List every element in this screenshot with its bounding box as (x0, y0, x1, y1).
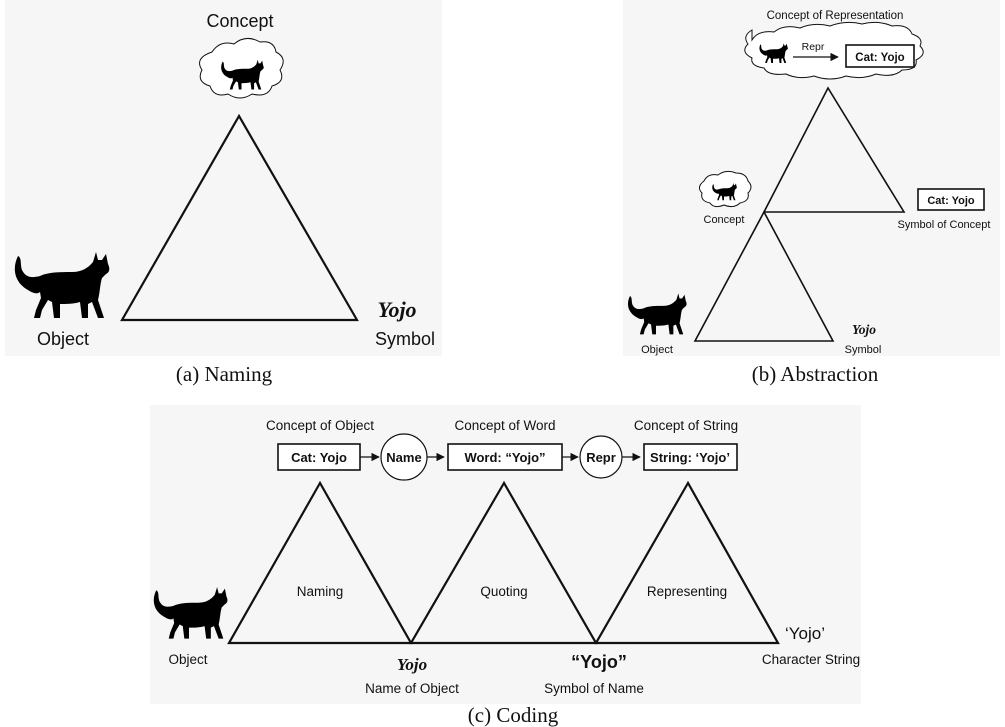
cat-box-label: Cat: Yojo (291, 450, 347, 465)
symbol-of-name-label: Symbol of Name (544, 681, 644, 696)
object-label-c: Object (168, 652, 207, 667)
name-circle-label: Name (386, 450, 421, 465)
object-label-b: Object (641, 344, 673, 356)
string-box (643, 443, 738, 471)
symbol-label: Symbol (375, 329, 435, 349)
symbol-word: Yojo (377, 297, 416, 322)
abstraction-lower-triangle (693, 210, 835, 342)
repr-circle-label: Repr (586, 450, 616, 465)
symbol-word-b: Yojo (852, 322, 876, 337)
caption-b: (b) Abstraction (752, 362, 879, 386)
symbol-cat-box-label: Cat: Yojo (927, 195, 975, 207)
quoting-label: Quoting (480, 584, 527, 599)
naming-triangle (120, 113, 359, 322)
object-label: Object (37, 329, 89, 349)
representing-label: Representing (647, 584, 727, 599)
word-box (447, 443, 563, 471)
character-string-label: Character String (762, 652, 860, 667)
concept-object-label: Concept of Object (266, 418, 374, 433)
representing-triangle (594, 480, 780, 645)
top-concept-label: Concept of Representation (767, 10, 904, 22)
yojo-single: ‘Yojo’ (785, 624, 825, 643)
yojo-italic: Yojo (397, 655, 427, 674)
concept-label: Concept (206, 11, 273, 31)
panel-a: Concept Object Yojo Symbol (a) Naming (5, 0, 442, 386)
top-cat-box (845, 44, 915, 68)
symbol-label-b: Symbol (845, 344, 882, 356)
panel-b: Concept of Representation Repr Cat: Yojo… (623, 0, 1000, 386)
repr-label: Repr (802, 41, 825, 53)
name-of-object-label: Name of Object (365, 681, 459, 696)
yojo-quoted: “Yojo” (571, 652, 627, 672)
panel-c: Concept of Object Concept of Word Concep… (150, 405, 861, 727)
quoting-triangle (409, 480, 598, 645)
concept-string-label: Concept of String (634, 418, 738, 433)
caption-c: (c) Coding (468, 703, 559, 727)
abstraction-upper-triangle (762, 86, 906, 213)
caption-a: (a) Naming (176, 362, 273, 386)
string-box-label: String: ‘Yojo’ (650, 450, 730, 465)
naming-label: Naming (297, 584, 344, 599)
top-cat-box-label: Cat: Yojo (855, 52, 904, 64)
concept-label-b: Concept (704, 214, 745, 226)
symbol-of-concept-label: Symbol of Concept (898, 219, 991, 231)
word-box-label: Word: “Yojo” (464, 450, 545, 465)
concept-cloud-icon (199, 38, 284, 99)
symbol-cat-box (917, 188, 985, 211)
concept-word-label: Concept of Word (454, 418, 555, 433)
naming-triangle-c (227, 480, 413, 645)
